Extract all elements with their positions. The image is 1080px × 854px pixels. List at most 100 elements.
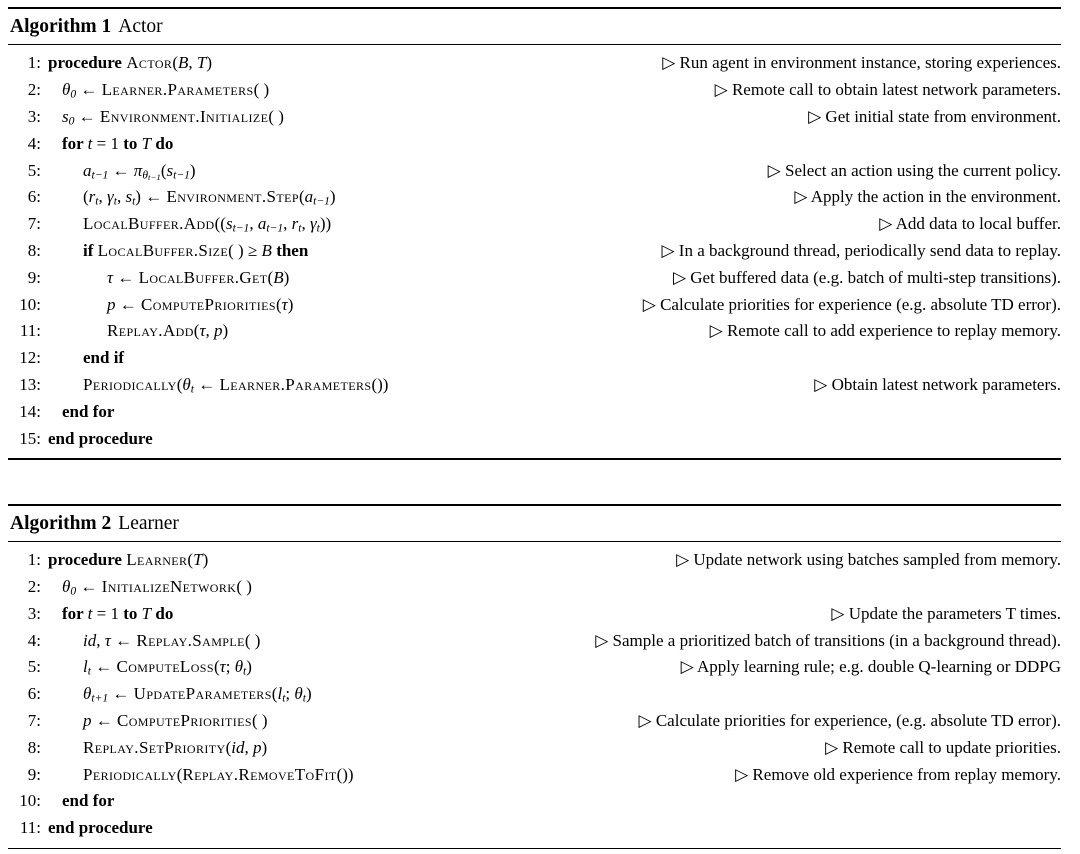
code-line: 5:lt ← ComputeLoss(τ; θt)▷ Apply learnin… [8,654,1061,681]
code-line: 4: for t = 1 to T do [8,131,1061,158]
code-segment: t−1 [232,221,250,235]
code-text: p ← ComputePriorities(τ) [48,292,293,319]
code-segment: then [276,240,309,260]
code-segment: ) [202,550,209,570]
code-line: 1:procedure Actor(B, T)▷ Run agent in en… [8,50,1061,77]
code-segment: ) [287,294,294,314]
code-segment: end for [62,791,115,811]
line-number: 10: [19,791,41,811]
comment: ▷ Add data to local buffer. [879,214,1061,234]
code-segment: p [253,737,262,757]
code-segment: τ [199,321,206,341]
comment: ▷ Update network using batches sampled f… [676,550,1061,570]
bottom-rule [8,847,1061,850]
code-segment: , [116,187,126,207]
line-number: 14: [19,401,41,421]
code-segment: p [107,294,116,314]
line-number: 3: [27,106,41,126]
code-text: for t = 1 to T do [48,131,173,158]
code-segment: ( [176,374,183,394]
code-segment: end if [83,348,125,368]
code-line: 9:Periodically(Replay.RemoveToFit())▷ Re… [8,762,1061,789]
comment: ▷ Select an action using the current pol… [767,160,1061,180]
code-segment: τ [219,657,226,677]
algorithm-name: Actor [118,16,163,37]
comment: ▷ Calculate priorities for experience, (… [638,710,1061,730]
comment: ▷ Obtain latest network parameters. [814,374,1061,394]
code-segment: ( ) ≥ [228,240,262,260]
line-number: 12: [19,348,41,368]
line-number: 1: [27,550,41,570]
code-text: θ0 ← Learner.Parameters( ) [48,77,269,108]
code-segment: t [113,194,117,208]
code-line: 5:at−1 ← πθt−1(st−1)▷ Select an action u… [8,158,1061,185]
algorithm-label: Algorithm 1 [10,16,112,37]
code-line: 13:Periodically(θt ← Learner.Parameters(… [8,372,1061,399]
code-text: for t = 1 to T do [48,601,173,628]
code-segment: Replay.RemoveToFit [182,764,337,784]
code-segment: T [141,133,152,153]
code-line: 6:(rt, γt, st) ← Environment.Step(at−1)▷… [8,184,1061,211]
line-number: 15: [19,428,41,448]
line-number: 6: [27,187,41,207]
code-line: 3:for t = 1 to T do▷ Update the paramete… [8,601,1061,628]
code-segment: Environment.Step [166,187,299,207]
code-segment: T [193,550,203,570]
code-text: procedure Learner(T) [48,547,208,574]
code-segment: , [283,214,292,234]
line-number: 2: [27,576,41,596]
code-line: 7:LocalBuffer.Add((st−1, at−1, rt, γt))▷… [8,211,1061,238]
code-segment: l [83,657,88,677]
comment: ▷ Remote call to update priorities. [825,737,1061,757]
code-segment: t [190,382,194,396]
code-segment: Learner.Parameters [219,374,372,394]
code-line: 11:end procedure [8,815,1061,842]
code-segment: ← [115,294,141,314]
code-segment: t [132,194,136,208]
code-text: τ ← LocalBuffer.Get(B) [48,265,289,292]
code-segment: ( ) [244,630,261,650]
code-segment: θ [62,576,71,596]
code-segment: τ [104,630,111,650]
code-segment: do [155,603,174,623]
code-text: end procedure [48,815,153,842]
code-segment: ()) [336,764,354,784]
code-segment: ) [305,684,312,704]
code-segment: id [83,630,97,650]
code-segment: θ [62,80,71,100]
code-line: 8:if LocalBuffer.Size( ) ≥ B then▷ In a … [8,238,1061,265]
comment: ▷ Apply learning rule; e.g. double Q-lea… [680,657,1061,677]
comment: ▷ Remote call to obtain latest network p… [714,80,1061,100]
code-segment: l [277,684,283,704]
code-line: 8:Replay.SetPriority(id, p)▷ Remote call… [8,735,1061,762]
code-segment: do [155,133,174,153]
code-text: Replay.Add(τ, p) [48,318,228,345]
code-segment: id [231,737,245,757]
code-text: p ← ComputePriorities( ) [48,708,268,735]
code-segment: ( [275,294,282,314]
code-segment: ( [271,684,278,704]
line-number: 1: [27,53,41,73]
comment: ▷ Get initial state from environment. [808,106,1061,126]
code-segment: end procedure [48,428,153,448]
code-segment: a [304,187,314,207]
line-number: 4: [27,133,41,153]
code-segment: ( [225,737,232,757]
code-segment: ComputePriorities [117,710,252,730]
bottom-rule [8,458,1061,460]
code-segment: LocalBuffer.Size [97,240,229,260]
code-segment: ← [76,80,102,100]
code-segment: 0 [68,114,75,128]
code-segment: , [205,321,215,341]
line-number: 5: [27,160,41,180]
code-segment: τ [281,294,288,314]
code-segment: Periodically [83,374,177,394]
code-segment: s [225,214,233,234]
code-segment: s [166,160,174,180]
code-line: 14:end for [8,399,1061,426]
line-number: 13: [19,374,41,394]
code-segment: 0 [70,584,77,598]
code-segment: T [141,603,152,623]
code-segment: t [95,194,99,208]
code-segment: t [87,133,93,153]
